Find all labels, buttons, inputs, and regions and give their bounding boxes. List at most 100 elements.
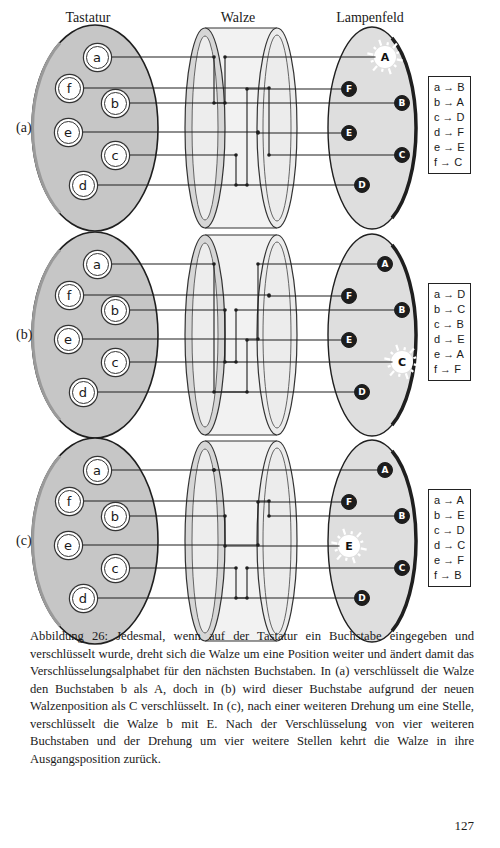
key-circle: f: [58, 77, 81, 100]
key-circle: d: [72, 587, 95, 610]
letter: B: [399, 512, 406, 521]
panel-label: (c): [16, 533, 32, 549]
scrambler-panel: [32, 232, 416, 438]
key-circle: e: [57, 121, 80, 144]
letter: d: [79, 592, 87, 605]
letter: B: [399, 306, 406, 315]
scrambler-wire: [130, 155, 355, 185]
letter: E: [346, 129, 352, 138]
letter: c: [111, 356, 118, 369]
wire-joint: [223, 514, 227, 518]
mapping-line: b → A: [434, 95, 465, 110]
column-heading: Lampenfeld: [336, 10, 404, 26]
wire-joint: [234, 566, 238, 570]
mapping-box: a → Bb → Ac → Dd → Fe → Ef → C: [428, 76, 471, 174]
wire-joint: [245, 596, 249, 600]
scrambler-wire: [130, 568, 355, 598]
letter: d: [79, 179, 87, 192]
key-circle: e: [57, 534, 80, 557]
mapping-line: c → D: [434, 523, 465, 538]
letter: a: [93, 51, 101, 64]
letter: f: [67, 495, 72, 508]
mapping-line: a → D: [434, 287, 465, 302]
mapping-line: b → C: [434, 302, 465, 317]
letter: C: [399, 564, 406, 573]
mapping-line: f → F: [434, 362, 465, 377]
letter: b: [111, 510, 119, 523]
letter: e: [64, 126, 72, 139]
mapping-line: c → D: [434, 110, 465, 125]
key-circle: a: [86, 46, 109, 69]
scrambler-wire: [112, 57, 395, 103]
mapping-line: d → F: [434, 125, 465, 140]
mapping-line: e → F: [434, 553, 465, 568]
wire-joint: [267, 293, 271, 297]
key-circle: c: [104, 351, 127, 374]
letter: C: [398, 357, 406, 368]
key-circle: e: [57, 328, 80, 351]
wire-joint: [267, 294, 271, 298]
panel-label: (a): [16, 120, 32, 136]
scrambler-wire: [84, 88, 395, 155]
letter: a: [93, 464, 101, 477]
lamp-circle: F: [341, 494, 357, 510]
scrambler-wire: [130, 310, 393, 362]
letter: c: [111, 562, 118, 575]
wire-joint: [267, 514, 271, 518]
key-circle: f: [58, 490, 81, 513]
key-circle: f: [58, 284, 81, 307]
wire-joint: [223, 101, 227, 105]
mapping-box: a → Ab → Ec → Dd → Ce → Ff → B: [428, 489, 471, 587]
lamp-circle: A: [377, 462, 393, 478]
letter: e: [64, 539, 72, 552]
key-circle: a: [86, 253, 109, 276]
lamp-circle: B: [394, 508, 410, 524]
mapping-line: d → C: [434, 538, 465, 553]
letter: F: [346, 292, 352, 301]
panel-label: (b): [16, 327, 32, 343]
scrambler-wire: [98, 89, 342, 185]
lamp-circle: D: [354, 590, 370, 606]
mapping-line: a → B: [434, 80, 465, 95]
scrambler-wire: [130, 57, 376, 103]
wire-joint: [223, 55, 227, 59]
wire-joint: [267, 153, 271, 157]
letter: b: [111, 97, 119, 110]
wire-joint: [256, 131, 260, 135]
mapping-line: f → C: [434, 155, 465, 170]
wire-joint: [234, 308, 238, 312]
letter: F: [346, 498, 352, 507]
scrambler-panel: [32, 25, 416, 231]
wire-joint: [245, 390, 249, 394]
mapping-box: a → Db → Cc → Bd → Ee → Af → F: [428, 283, 471, 381]
scrambler-wire: [98, 340, 342, 392]
key-circle: b: [104, 505, 127, 528]
letter: D: [358, 181, 365, 190]
lamp-circle: C: [393, 353, 412, 372]
mapping-line: d → E: [434, 332, 465, 347]
mapping-line: e → E: [434, 140, 465, 155]
letter: f: [67, 82, 72, 95]
letter: c: [111, 149, 118, 162]
column-heading: Walze: [221, 10, 256, 26]
lamp-circle: F: [341, 81, 357, 97]
key-circle: d: [72, 381, 95, 404]
lamp-circle: B: [394, 302, 410, 318]
letter: E: [346, 336, 352, 345]
letter: A: [382, 466, 389, 475]
letter: a: [93, 258, 101, 271]
lamp-circle: D: [354, 177, 370, 193]
lamp-circle: E: [341, 125, 357, 141]
wire-joint: [234, 153, 238, 157]
letter: A: [381, 52, 390, 63]
column-heading: Tastatur: [66, 10, 111, 26]
wire-joint: [256, 337, 260, 341]
wire-joint: [267, 86, 271, 90]
mapping-line: c → B: [434, 317, 465, 332]
wire-joint: [256, 262, 260, 266]
lamp-circle: F: [341, 288, 357, 304]
lamp-circle: D: [354, 384, 370, 400]
wire-joint: [212, 468, 216, 472]
page-number: 127: [455, 818, 475, 834]
letter: f: [67, 289, 72, 302]
